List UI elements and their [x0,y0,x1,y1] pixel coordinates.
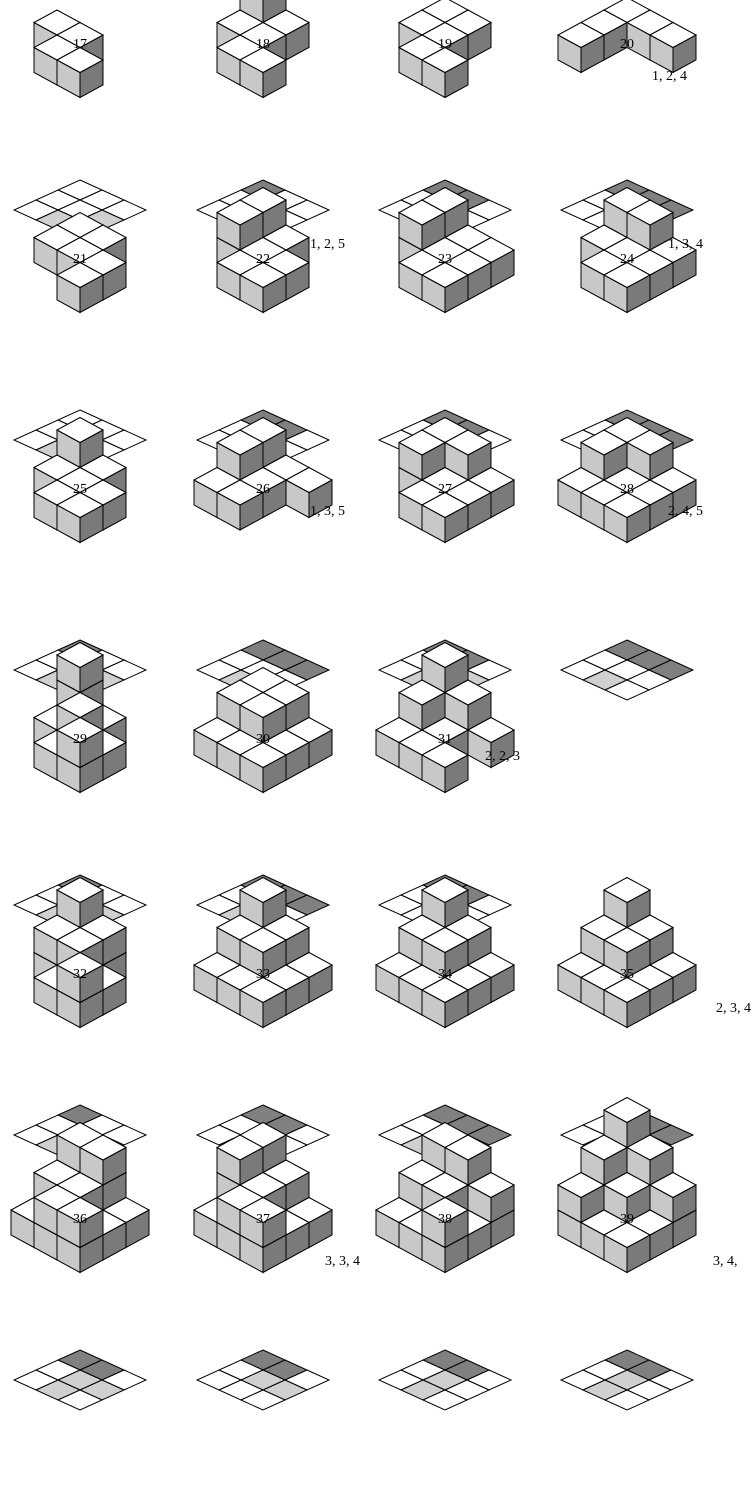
figure-number: 21 [73,252,87,267]
figure-row-6: 36 37 38 39 3, 3, 4 3, 4, [11,1098,738,1411]
figure-number: 38 [438,1212,452,1227]
figure-28: 28 [558,418,696,701]
figure-26: 26 [194,418,332,701]
figure-number: 31 [438,732,452,747]
figure-number: 29 [73,732,87,747]
figure-number: 18 [256,37,270,52]
partition-label: 1, 2, 5 [310,237,345,252]
figure-number: 30 [256,732,270,747]
figure-32: 32 [14,878,146,1166]
figure-number: 23 [438,252,452,267]
partition-label: 2, 2, 3 [485,749,520,764]
figure-34: 34 [376,878,514,1166]
figure-37: 37 [194,1123,332,1411]
partition-label: 3, 4, [713,1254,738,1269]
figure-number: 27 [438,482,452,497]
partition-label: 2, 3, 4 [716,1001,751,1016]
figure-number: 22 [256,252,270,267]
figure-33: 33 [194,878,332,1166]
partition-label: 1, 3, 5 [310,504,345,519]
figure-number: 34 [438,967,452,982]
partition-label: 3, 3, 4 [325,1254,360,1269]
base-grid [379,1350,511,1410]
base-grid [561,640,693,700]
figure-number: 39 [620,1212,634,1227]
figure-number: 25 [73,482,87,497]
figure-36: 36 [11,1123,149,1411]
figure-number: 37 [256,1212,270,1227]
figure-number: 28 [620,482,634,497]
figure-number: 17 [73,37,87,52]
figure-number: 24 [620,252,634,267]
base-grid [197,1350,329,1410]
figure-row-3: 25 26 27 28 1, 3, 5 2, 4, 5 [14,418,703,701]
figure-number: 35 [620,967,634,982]
figure-number: 19 [438,37,452,52]
partition-label: 1, 2, 4 [652,69,687,84]
figure-number: 36 [73,1212,87,1227]
figure-number: 32 [73,967,87,982]
figure-row-1: 17 18 19 20 1, 2, 4 [14,0,696,240]
figure-number: 26 [256,482,270,497]
partition-label: 2, 4, 5 [668,504,703,519]
figure-39: 39 [558,1098,696,1411]
base-grid [14,1350,146,1410]
figure-row-2: 21 22 23 24 1, 2, 5 1, 3, 4 [14,188,703,471]
base-grid [561,1350,693,1410]
figure-number: 20 [620,37,634,52]
partition-label: 1, 3, 4 [668,237,703,252]
figure-38: 38 [376,1123,514,1411]
figure-17: 17 [14,10,146,240]
figure-number: 33 [256,967,270,982]
